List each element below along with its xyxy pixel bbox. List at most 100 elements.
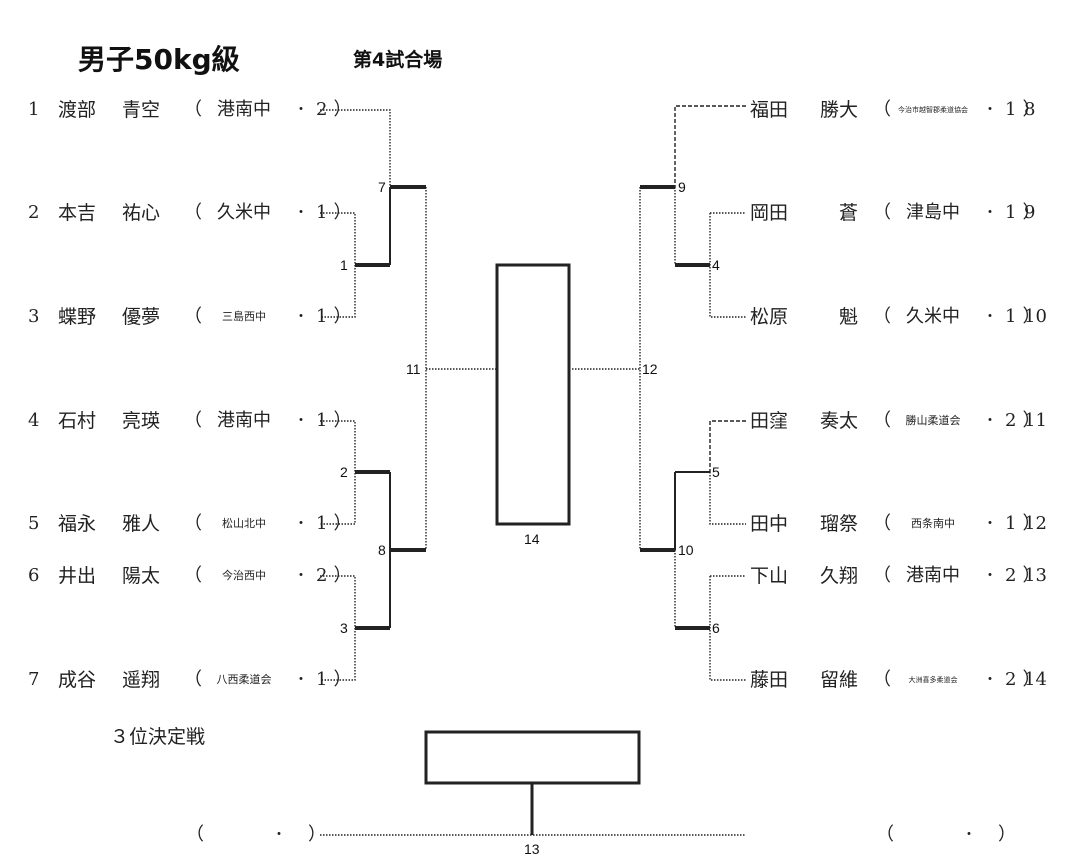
open-paren: （ <box>873 410 891 431</box>
grade: 1 <box>1005 99 1017 120</box>
school-name: 大洲喜多柔道会 <box>908 676 958 684</box>
separator-dot: ・ <box>983 568 997 584</box>
grade: 2 <box>1005 669 1017 690</box>
separator-dot: ・ <box>983 516 997 532</box>
separator-dot: ・ <box>983 413 997 429</box>
school-name: 八西柔道会 <box>216 673 272 686</box>
affiliation: （久米中・1） <box>184 202 351 224</box>
player-surname: 成谷 <box>58 669 97 691</box>
player-given-name: 勝大 <box>819 99 858 121</box>
player-surname: 石村 <box>58 410 97 432</box>
school-name: 今治市越智郡柔道協会 <box>898 106 968 114</box>
player-given-name: 瑠祭 <box>819 513 858 535</box>
venue-label: 第4試合場 <box>353 49 443 71</box>
separator-dot: ・ <box>294 205 308 221</box>
affiliation: （ 大洲喜多柔道会 ・ 2） <box>873 669 1040 691</box>
grade: 2 <box>316 565 328 586</box>
match-number: 10 <box>678 542 694 558</box>
affiliation: （勝山柔道会・2） <box>873 410 1040 432</box>
seed-number: 3 <box>28 306 40 327</box>
affiliation: （ 今治市越智郡柔道協会 ・ 1） <box>873 99 1040 121</box>
open-paren: （ <box>873 202 891 223</box>
affiliation: （八西柔道会・1） <box>184 669 351 691</box>
affiliation: （津島中・1） <box>873 202 1040 224</box>
third-place-right-entry: （ ・ ） <box>876 824 1016 846</box>
school-name: 松山北中 <box>222 517 266 530</box>
separator-dot: ・ <box>294 568 308 584</box>
open-paren: （ <box>873 669 891 690</box>
match-number: 4 <box>712 257 720 273</box>
affiliation: （港南中・2） <box>184 99 351 121</box>
close-paren: ） <box>333 513 352 534</box>
player-given-name: 蒼 <box>838 202 858 224</box>
seed-number: 1 <box>28 99 40 120</box>
line-p1 <box>320 109 391 187</box>
affiliation: （西条南中・1） <box>873 513 1040 535</box>
close-paren: ） <box>1022 99 1041 120</box>
match-number: 6 <box>712 620 720 636</box>
player-given-name: 陽太 <box>122 565 161 587</box>
player-surname: 井出 <box>58 565 97 587</box>
close-paren: ） <box>1022 202 1041 223</box>
close-paren: ） <box>1022 306 1041 327</box>
school-name: 三島西中 <box>222 310 266 323</box>
separator-dot: ・ <box>294 672 308 688</box>
line-p8 <box>674 105 746 187</box>
open-paren: （ <box>184 669 202 690</box>
grade: 2 <box>316 99 328 120</box>
close-paren: ） <box>333 99 352 120</box>
separator-dot: ・ <box>294 516 308 532</box>
player-given-name: 遥翔 <box>122 669 161 691</box>
separator-dot: ・ <box>983 205 997 221</box>
grade: 1 <box>1005 513 1017 534</box>
open-paren: （ <box>873 306 891 327</box>
match-number: 9 <box>678 179 686 195</box>
seed-number: 13 <box>1024 565 1047 586</box>
player-surname: 松原 <box>750 306 789 328</box>
affiliation: （港南中・1） <box>184 410 351 432</box>
player-given-name: 優夢 <box>122 306 161 328</box>
affiliation: （久米中・1） <box>873 306 1040 328</box>
open-paren: （ <box>186 824 204 845</box>
separator-dot: ・ <box>294 413 308 429</box>
player-given-name: 魁 <box>838 306 858 328</box>
grade: 2 <box>1005 565 1017 586</box>
player-surname: 福田 <box>750 99 789 121</box>
third-place-box <box>424 730 641 785</box>
affiliation: （三島西中・1） <box>184 306 351 328</box>
affiliation: （今治西中・2） <box>184 565 351 587</box>
player-surname: 田窪 <box>750 410 789 432</box>
separator-dot: ・ <box>962 827 976 843</box>
separator-dot: ・ <box>983 309 997 325</box>
school-name: 港南中 <box>217 99 271 120</box>
match-number: 13 <box>524 841 540 857</box>
seed-number: 4 <box>28 410 40 431</box>
match-number: 11 <box>406 361 421 377</box>
separator-dot: ・ <box>983 672 997 688</box>
close-paren: ） <box>333 306 352 327</box>
match-number: 14 <box>524 531 540 547</box>
separator-dot: ・ <box>294 309 308 325</box>
seed-number: 14 <box>1024 669 1047 690</box>
close-paren: ） <box>1022 410 1041 431</box>
match-number: 1 <box>340 257 348 273</box>
third-place-label: ３位決定戦 <box>110 726 206 748</box>
close-paren: ） <box>1022 669 1041 690</box>
separator-dot: ・ <box>272 827 286 843</box>
player-given-name: 亮瑛 <box>122 410 161 432</box>
seed-number: 12 <box>1024 513 1047 534</box>
line-p2-p3 <box>320 212 356 318</box>
player-given-name: 久翔 <box>819 565 858 587</box>
page-title: 男子50kg級 <box>78 43 240 76</box>
open-paren: （ <box>184 99 202 120</box>
school-name: 西条南中 <box>911 517 955 530</box>
school-name: 久米中 <box>906 306 960 327</box>
open-paren: （ <box>873 99 891 120</box>
school-name: 今治西中 <box>222 569 266 582</box>
line-p12 <box>709 472 746 525</box>
line-p6-p7 <box>320 575 356 681</box>
separator-dot: ・ <box>983 102 997 118</box>
player-surname: 下山 <box>750 565 789 587</box>
player-surname: 本吉 <box>58 202 97 224</box>
affiliation: （松山北中・1） <box>184 513 351 535</box>
